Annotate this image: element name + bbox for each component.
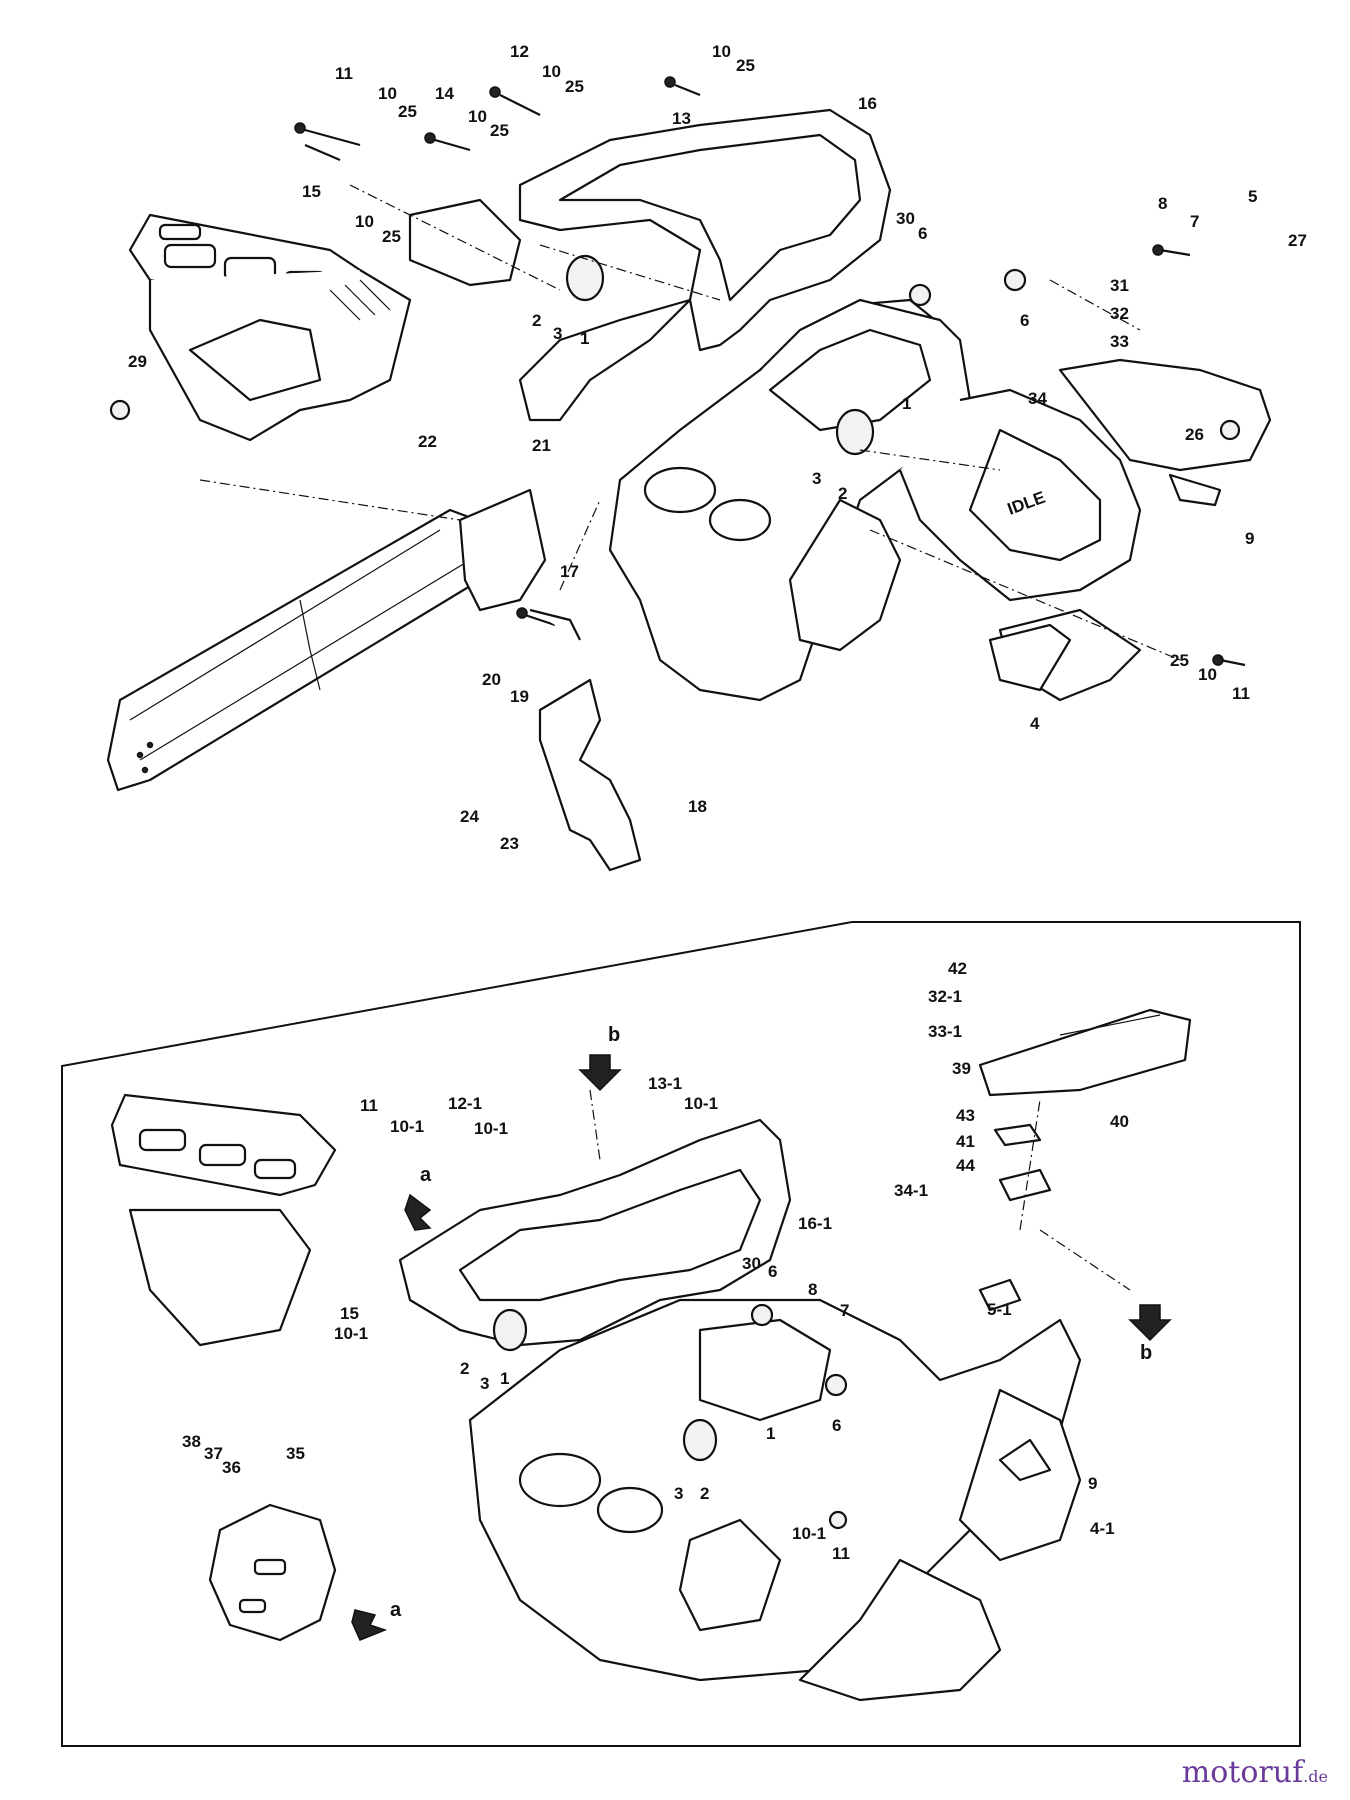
inset-frame <box>61 921 1301 1747</box>
chain-guard <box>538 678 642 872</box>
hand-guard <box>128 213 412 442</box>
av-mount <box>835 408 875 456</box>
guide-bar <box>106 508 502 792</box>
engine-housing <box>608 298 1272 702</box>
top-assembly: IDLE <box>106 76 1272 872</box>
bar-plate <box>458 488 547 612</box>
bottom-assembly <box>61 921 1301 1747</box>
screws-top <box>109 76 1246 692</box>
av-mount <box>565 254 605 302</box>
handle-cover <box>978 1008 1192 1097</box>
watermark-main: motoruf <box>1181 1755 1304 1790</box>
watermark: motoruf.de <box>1182 1755 1328 1790</box>
watermark-tld: .de <box>1303 1767 1328 1786</box>
